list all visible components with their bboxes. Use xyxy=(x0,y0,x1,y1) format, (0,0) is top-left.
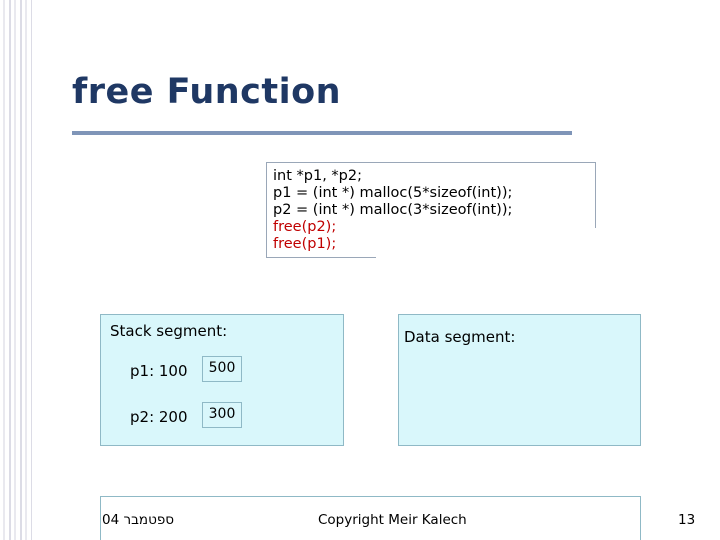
page-title: free Function xyxy=(72,72,342,112)
code-line-3: p2 = (int *) malloc(3*sizeof(int)); xyxy=(273,202,513,218)
stack-row-p2-value: 300 xyxy=(202,402,242,428)
code-line-4: free(p2); xyxy=(273,219,337,235)
stack-row-p1-value: 500 xyxy=(202,356,242,382)
stack-segment-label: Stack segment: xyxy=(110,322,228,340)
code-line-2: p1 = (int *) malloc(5*sizeof(int)); xyxy=(273,185,513,201)
code-line-1: int *p1, *p2; xyxy=(273,168,362,184)
footer-frame xyxy=(100,496,641,540)
footer-date: ספטמבר 04 xyxy=(102,512,175,528)
stack-row-p1-label: p1: 100 xyxy=(130,362,188,380)
decorative-stripe-band xyxy=(0,0,32,540)
title-divider xyxy=(72,131,572,135)
code-block: int *p1, *p2; p1 = (int *) malloc(5*size… xyxy=(266,162,596,258)
stack-row-p2-label: p2: 200 xyxy=(130,408,188,426)
footer-page-number: 13 xyxy=(678,512,696,528)
data-segment-box xyxy=(398,314,641,446)
code-block-mask xyxy=(376,228,597,272)
code-line-5: free(p1); xyxy=(273,236,337,252)
footer-copyright: Copyright Meir Kalech xyxy=(318,512,467,528)
data-segment-label: Data segment: xyxy=(404,328,516,346)
